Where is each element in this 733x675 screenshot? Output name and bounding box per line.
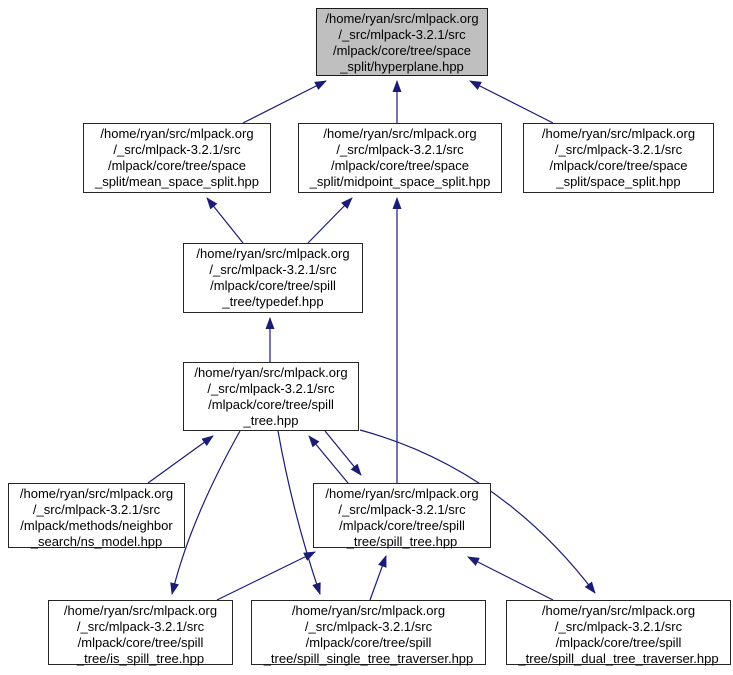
graph-node-space-split-hpp[interactable]: /home/ryan/src/mlpack.org/_src/mlpack-3.… (523, 123, 714, 193)
graph-node-label-line: /mlpack/core/tree/space (549, 158, 688, 173)
edge-ns-model-hpp--spill-tree-hpp (147, 435, 214, 484)
graph-node-spill-single-tree-traverser-hpp[interactable]: /home/ryan/src/mlpack.org/_src/mlpack-3.… (251, 600, 486, 666)
graph-node-label-line: _tree/typedef.hpp (222, 294, 324, 309)
graph-node-label-line: _tree/spill_dual_tree_traverser.hpp (518, 651, 719, 666)
edge-typedef-hpp--midpoint-space-split-hpp (307, 197, 353, 244)
graph-node-label-line: /mlpack/core/tree/space (107, 158, 246, 173)
graph-node-label-line: /home/ryan/src/mlpack.org (323, 126, 477, 141)
edge-spill-tree-hpp--spill-tree-spill-tree-hpp (324, 430, 362, 476)
graph-node-label-line: _search/ns_model.hpp (30, 534, 163, 549)
graph-node-label-line: /_src/mlpack-3.2.1/src (338, 502, 466, 517)
graph-node-label-line: _split/hyperplane.hpp (340, 59, 464, 74)
graph-node-label-line: /mlpack/core/tree/spill (339, 518, 465, 533)
graph-node-label-line: _tree/spill_single_tree_traverser.hpp (263, 651, 474, 666)
edge-spill-dual-tree-traverser-hpp--spill-tree-spill-tree-hpp (467, 556, 554, 601)
graph-node-spill-tree-spill-tree-hpp[interactable]: /home/ryan/src/mlpack.org/_src/mlpack-3.… (313, 483, 491, 549)
edge-spill-tree-spill-tree-hpp--spill-tree-hpp (308, 435, 349, 484)
graph-node-label-line: /_src/mlpack-3.2.1/src (336, 142, 464, 157)
graph-node-label-line: /mlpack/core/tree/space (330, 158, 469, 173)
graph-node-label-line: /_src/mlpack-3.2.1/src (338, 27, 466, 42)
edge-space-split-hpp--hyperplane-hpp (469, 80, 554, 124)
edge-is-spill-tree-hpp--spill-tree-spill-tree-hpp (216, 551, 316, 601)
graph-node-label-line: /home/ryan/src/mlpack.org (541, 126, 696, 141)
graph-node-ns-model-hpp[interactable]: /home/ryan/src/mlpack.org/_src/mlpack-3.… (8, 483, 185, 549)
graph-node-label-line: _split/midpoint_space_split.hpp (309, 174, 491, 189)
graph-node-label-line: /_src/mlpack-3.2.1/src (209, 262, 337, 277)
graph-node-label-line: /home/ryan/src/mlpack.org (325, 486, 479, 501)
edge-mean-space-split-hpp--hyperplane-hpp (242, 80, 327, 124)
graph-node-label-line: _split/mean_space_split.hpp (94, 174, 260, 189)
graph-node-label-line: /_src/mlpack-3.2.1/src (554, 619, 683, 634)
graph-node-label-line: /_src/mlpack-3.2.1/src (113, 142, 241, 157)
edge-spill-tree-hpp--is-spill-tree-hpp (170, 430, 241, 595)
graph-node-label-line: /home/ryan/src/mlpack.org (325, 11, 479, 26)
graph-node-midpoint-space-split-hpp[interactable]: /home/ryan/src/mlpack.org/_src/mlpack-3.… (298, 123, 502, 193)
graph-node-label-line: /mlpack/core/tree/space (332, 43, 471, 58)
edge-typedef-hpp--mean-space-split-hpp (206, 197, 244, 244)
graph-node-label-line: /home/ryan/src/mlpack.org (63, 603, 218, 618)
graph-node-label-line: /mlpack/methods/neighbor (20, 518, 173, 533)
graph-node-label-line: /mlpack/core/tree/spill (208, 397, 334, 412)
graph-node-label-line: /mlpack/core/tree/spill (305, 635, 432, 650)
edge-spill-tree-hpp--spill-single-tree-traverser-hpp (277, 430, 321, 595)
graph-node-label-line: _tree.hpp (243, 413, 299, 428)
graph-node-label-line: _split/space_split.hpp (556, 174, 681, 189)
graph-node-label-line: /_src/mlpack-3.2.1/src (207, 381, 335, 396)
graph-node-label-line: /_src/mlpack-3.2.1/src (554, 142, 683, 157)
graph-node-label-line: /mlpack/core/tree/spill (77, 635, 204, 650)
graph-node-label-line: /_src/mlpack-3.2.1/src (304, 619, 433, 634)
graph-node-is-spill-tree-hpp[interactable]: /home/ryan/src/mlpack.org/_src/mlpack-3.… (48, 600, 233, 666)
graph-node-label-line: /home/ryan/src/mlpack.org (19, 486, 174, 501)
graph-node-label-line: /mlpack/core/tree/spill (555, 635, 682, 650)
graph-node-label-line: /home/ryan/src/mlpack.org (541, 603, 696, 618)
graph-node-spill-dual-tree-traverser-hpp[interactable]: /home/ryan/src/mlpack.org/_src/mlpack-3.… (506, 600, 731, 666)
graph-node-label-line: /_src/mlpack-3.2.1/src (32, 502, 161, 517)
graph-node-label-line: _tree/is_spill_tree.hpp (76, 651, 205, 666)
graph-node-hyperplane-hpp[interactable]: /home/ryan/src/mlpack.org/_src/mlpack-3.… (316, 8, 488, 76)
graph-node-label-line: /home/ryan/src/mlpack.org (291, 603, 446, 618)
graph-node-label-line: /_src/mlpack-3.2.1/src (76, 619, 205, 634)
graph-node-typedef-hpp[interactable]: /home/ryan/src/mlpack.org/_src/mlpack-3.… (183, 243, 363, 313)
graph-node-label-line: /mlpack/core/tree/spill (210, 278, 336, 293)
graph-node-mean-space-split-hpp[interactable]: /home/ryan/src/mlpack.org/_src/mlpack-3.… (83, 123, 271, 193)
graph-node-label-line: /home/ryan/src/mlpack.org (194, 365, 348, 380)
graph-node-label-line: /home/ryan/src/mlpack.org (196, 246, 350, 261)
graph-node-label-line: /home/ryan/src/mlpack.org (100, 126, 254, 141)
graph-node-label-line: _tree/spill_tree.hpp (346, 534, 458, 549)
edge-spill-single-tree-traverser-hpp--spill-tree-spill-tree-hpp (369, 555, 387, 601)
graph-node-spill-tree-hpp[interactable]: /home/ryan/src/mlpack.org/_src/mlpack-3.… (183, 362, 359, 431)
